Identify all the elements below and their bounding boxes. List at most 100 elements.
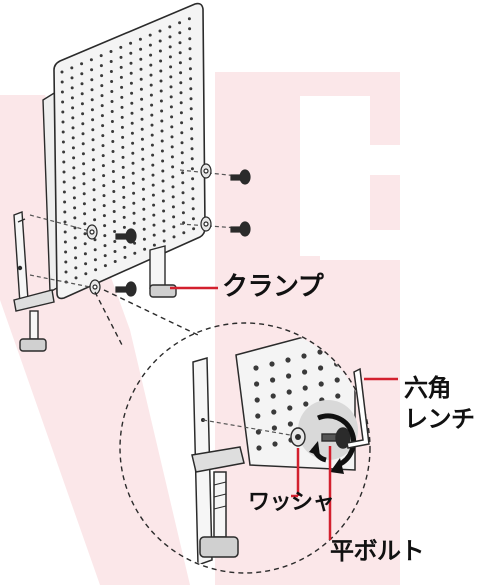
pegboard-hole [109, 50, 113, 53]
pegboard-hole [191, 217, 195, 221]
pegboard-hole [189, 117, 193, 121]
pegboard-hole [159, 79, 163, 83]
pegboard-hole [62, 160, 66, 164]
pegboard-hole [302, 369, 308, 375]
pegboard-hole [151, 183, 155, 187]
pegboard-hole [255, 413, 261, 419]
pegboard-hole [152, 223, 156, 227]
magnified-detail [191, 329, 358, 567]
pegboard-hole [100, 94, 104, 98]
pegboard-hole [121, 165, 125, 169]
pegboard-hole [168, 45, 172, 49]
pegboard-hole [131, 151, 135, 155]
pegboard-panel [42, 2, 206, 300]
pegboard-hole [152, 213, 156, 217]
pegboard-hole [180, 131, 184, 135]
pegboard-hole [99, 54, 103, 58]
pegboard-hole [113, 250, 117, 253]
pegboard-hole [74, 266, 78, 270]
pegboard-hole [160, 149, 164, 153]
pegboard-hole [142, 197, 146, 201]
pegboard-hole [152, 243, 156, 247]
exploded-fasteners [29, 163, 251, 297]
pegboard-hole [84, 262, 88, 266]
pegboard-hole [109, 70, 113, 73]
pegboard-hole [141, 147, 145, 151]
pegboard-hole [170, 125, 174, 129]
pegboard-hole [270, 377, 276, 383]
pegboard-hole [158, 49, 162, 53]
pegboard-hole [99, 64, 103, 68]
pegboard-hole [178, 41, 182, 45]
pegboard-hole [286, 389, 292, 395]
pegboard-hole [169, 105, 173, 109]
pegboard-hole [149, 63, 153, 67]
pegboard-hole [70, 76, 74, 80]
pegboard-hole [170, 115, 174, 119]
pegboard-hole [92, 178, 96, 182]
pegboard-hole [80, 62, 84, 66]
pegboard-hole [181, 181, 185, 185]
pegboard-hole [191, 197, 195, 201]
pegboard-hole [169, 75, 173, 79]
pegboard-hole [254, 381, 260, 387]
pegboard-hole [119, 55, 123, 59]
pegboard-hole [171, 195, 175, 199]
pegboard-hole [103, 264, 107, 268]
pegboard-hole [82, 202, 86, 206]
pegboard-hole [170, 155, 174, 159]
pegboard-hole [141, 177, 145, 181]
pegboard-hole [63, 230, 67, 234]
pegboard-hole [113, 240, 117, 243]
pegboard-hole [71, 116, 75, 120]
pegboard-hole [121, 135, 125, 139]
pegboard-hole [150, 113, 154, 117]
pegboard-hole [94, 268, 98, 272]
pegboard-hole [119, 75, 123, 79]
pegboard-hole [140, 127, 144, 131]
pegboard-hole [111, 150, 115, 153]
pegboard-hole [102, 194, 106, 198]
pegboard-hole [93, 258, 97, 262]
pegboard-hole [172, 235, 176, 239]
pegboard-hole [91, 138, 95, 142]
pegboard-hole [189, 87, 193, 91]
pegboard-hole [159, 59, 163, 63]
pegboard-hole [102, 214, 106, 218]
pegboard-hole [182, 231, 186, 235]
pegboard-hole [122, 195, 126, 199]
pegboard-hole [101, 134, 105, 138]
pegboard-hole [111, 130, 115, 133]
pegboard-hole [158, 29, 162, 33]
pegboard-hole [60, 80, 64, 84]
pegboard-hole [171, 165, 175, 169]
pegboard-hole [61, 130, 65, 134]
pegboard-hole [92, 188, 96, 192]
pegboard-hole [71, 126, 75, 130]
pegboard-hole [90, 68, 94, 72]
pegboard-hole [151, 173, 155, 177]
pegboard-hole [83, 212, 87, 216]
pegboard-hole [141, 157, 145, 161]
pegboard-hole [120, 85, 124, 89]
pegboard-hole [112, 210, 116, 213]
pegboard-hole [129, 71, 133, 75]
pegboard-hole [270, 393, 276, 399]
pegboard-hole [73, 236, 77, 240]
pegboard-hole [189, 97, 193, 101]
pegboard-hole [151, 193, 155, 197]
pegboard-hole [100, 114, 104, 118]
pegboard-hole [169, 65, 173, 69]
pegboard-hole [142, 217, 146, 221]
pegboard-hole [113, 260, 117, 263]
pegboard-hole [120, 105, 124, 109]
pegboard-hole [159, 99, 163, 103]
pegboard-hole [149, 83, 153, 87]
pegboard-hole [170, 145, 174, 149]
pegboard-hole [253, 365, 259, 371]
pegboard-hole [161, 199, 165, 203]
pegboard-hole [80, 82, 84, 86]
pegboard-hole [318, 381, 324, 387]
pegboard-hole [71, 136, 75, 140]
